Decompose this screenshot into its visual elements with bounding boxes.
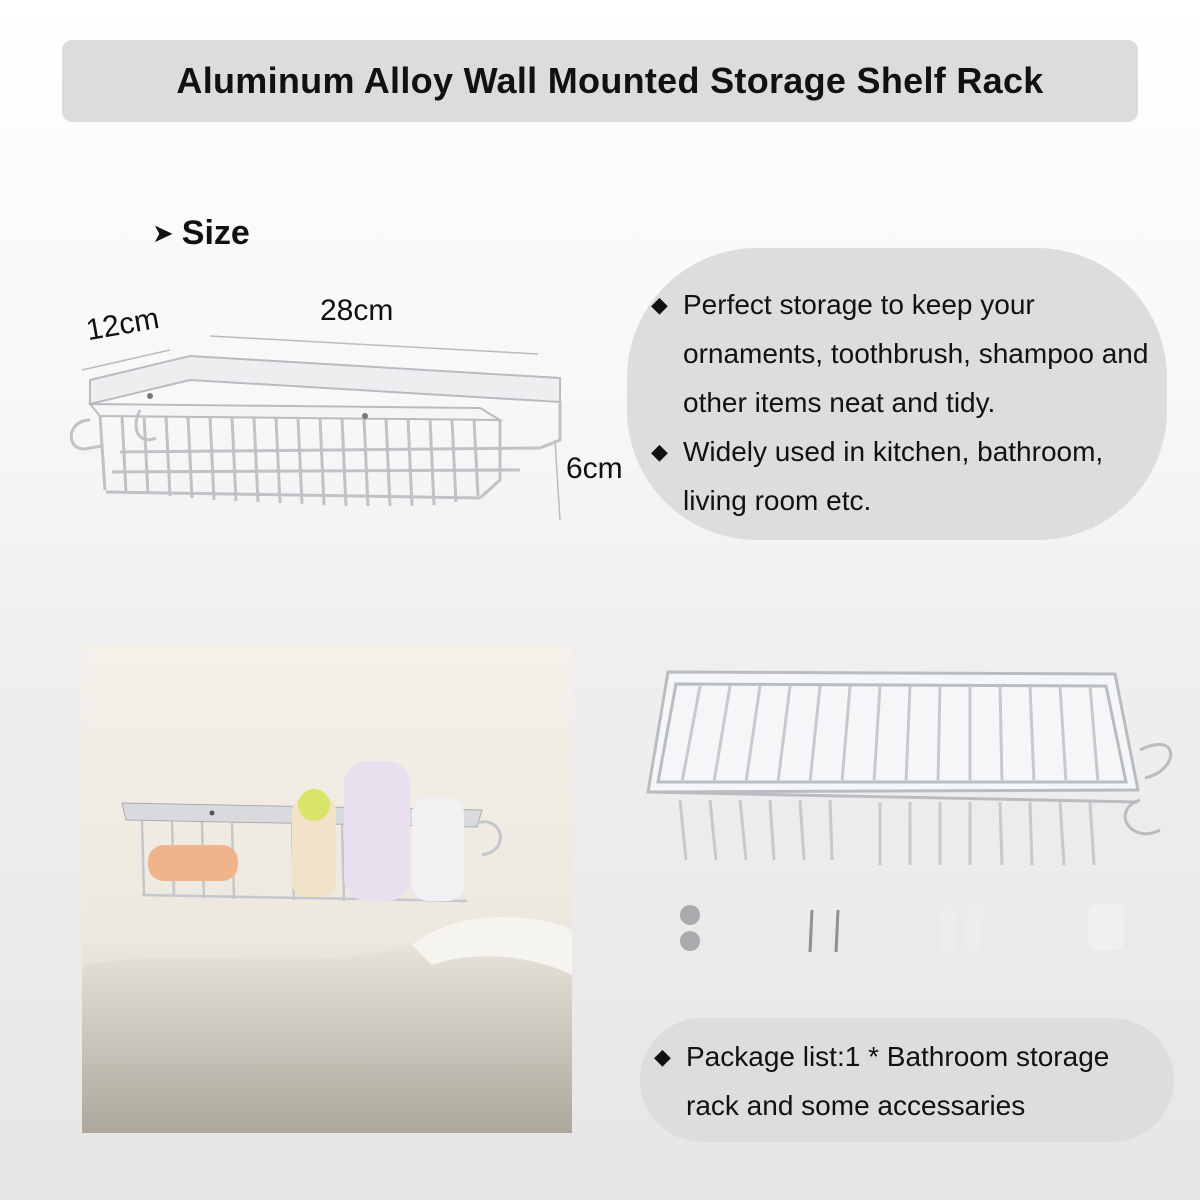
feature-item: ◆ Perfect storage to keep your ornaments… [651, 280, 1167, 427]
package-text: Package list:1 * Bathroom storage rack a… [686, 1041, 1110, 1121]
diamond-bullet-icon: ◆ [654, 1044, 671, 1069]
diamond-bullet-icon: ◆ [651, 439, 668, 464]
rack-size-diagram [69, 335, 562, 521]
dimension-length: 28cm [320, 294, 394, 327]
title-banner: Aluminum Alloy Wall Mounted Storage Shel… [62, 40, 1138, 122]
diamond-bullet-icon: ◆ [651, 292, 668, 317]
arrow-right-icon: ➤ [152, 218, 174, 248]
feature-text: Widely used in kitchen, bathroom, living… [683, 436, 1104, 516]
size-heading: ➤ Size [152, 214, 250, 253]
package-item: ◆ Package list:1 * Bathroom storage rack… [654, 1032, 1160, 1130]
dimension-height: 6cm [566, 452, 623, 485]
feature-text: Perfect storage to keep your ornaments, … [683, 289, 1149, 418]
feature-item: ◆ Widely used in kitchen, bathroom, livi… [651, 427, 1167, 525]
size-heading-label: Size [181, 214, 250, 252]
package-bubble: ◆ Package list:1 * Bathroom storage rack… [640, 1018, 1174, 1142]
rack-product-image [646, 670, 1173, 953]
features-bubble: ◆ Perfect storage to keep your ornaments… [627, 248, 1167, 540]
page-title: Aluminum Alloy Wall Mounted Storage Shel… [176, 60, 1044, 101]
bathroom-photo [82, 645, 572, 1133]
bathroom-scene [82, 645, 572, 1133]
